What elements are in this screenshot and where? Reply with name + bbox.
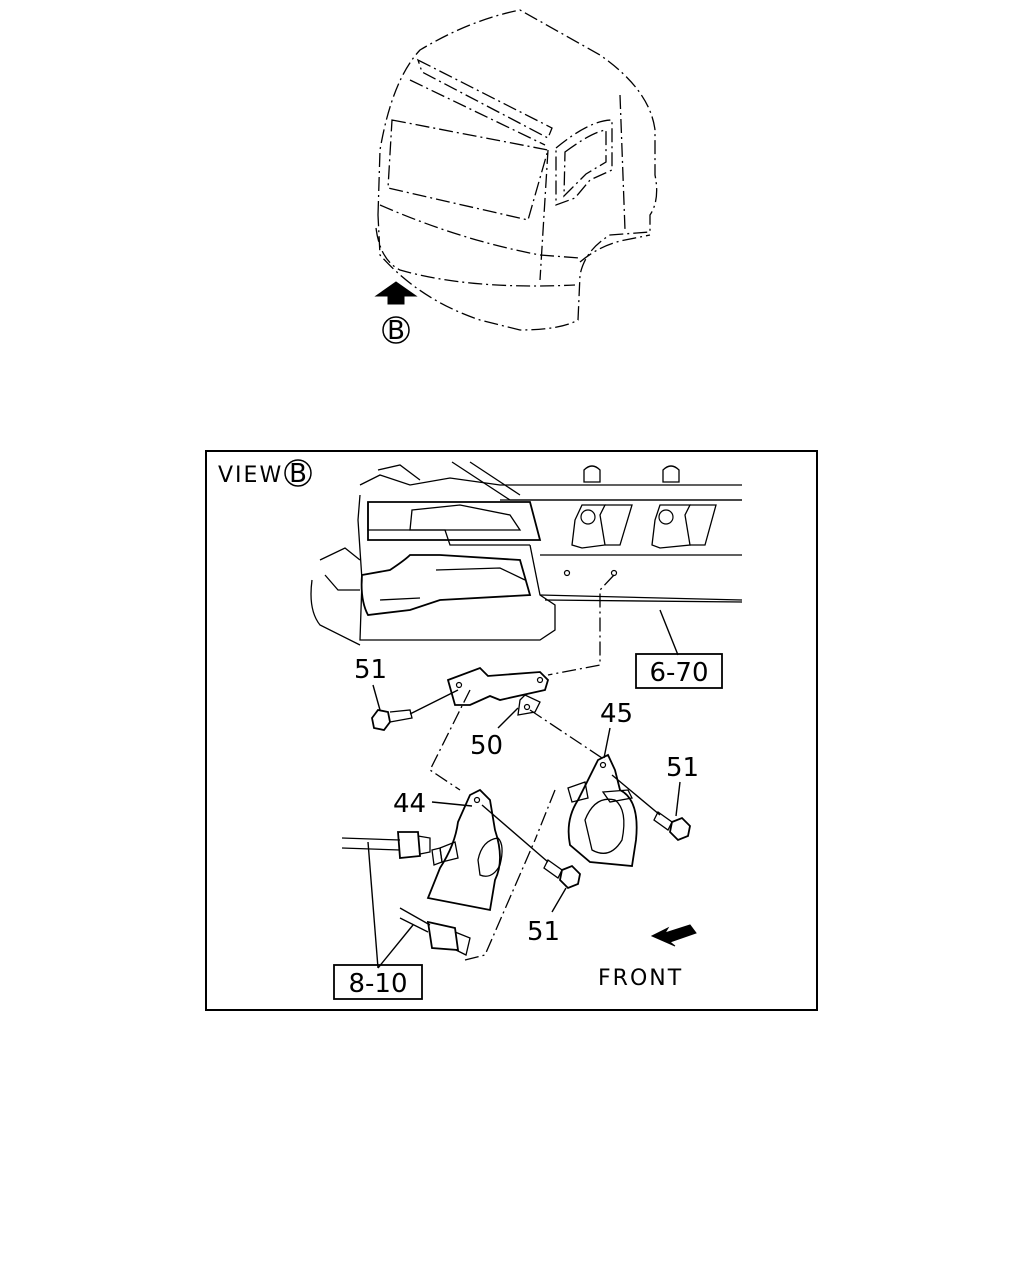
harness-reference-box: 8-10 xyxy=(333,964,423,1000)
view-marker-b: B xyxy=(382,316,410,346)
view-marker-letter: B xyxy=(387,316,405,346)
harness-reference-text: 8-10 xyxy=(348,969,407,999)
horn-bracket-part xyxy=(446,666,550,716)
chassis-frame-illustration xyxy=(310,461,743,646)
bolt-top-left xyxy=(371,689,459,731)
frame-reference-text: 6-70 xyxy=(649,658,708,688)
horn-low-part xyxy=(426,788,503,912)
callout-bolt-right: 51 xyxy=(666,753,699,783)
view-direction-arrow xyxy=(374,281,418,305)
frame-reference-box: 6-70 xyxy=(635,653,723,689)
callout-horn-low: 44 xyxy=(393,789,426,819)
view-title-prefix: VIEW xyxy=(218,463,283,488)
front-direction-arrow xyxy=(650,924,697,947)
callout-bolt-bottom: 51 xyxy=(527,917,560,947)
callout-bolt-top: 51 xyxy=(354,655,387,685)
harness-connectors xyxy=(341,831,471,969)
view-title-letter: B xyxy=(289,459,307,489)
bolt-right xyxy=(611,774,691,842)
horn-high-part xyxy=(567,753,638,867)
view-b-frame xyxy=(205,450,818,1011)
assembly-lines xyxy=(429,574,615,961)
leader-lines xyxy=(372,609,681,913)
bolt-bottom xyxy=(481,804,581,890)
callout-horn-high: 45 xyxy=(600,699,633,729)
truck-cab-illustration xyxy=(375,9,658,331)
front-label: FRONT xyxy=(598,966,683,991)
callout-bracket: 50 xyxy=(470,731,503,761)
view-b-title: VIEW B xyxy=(218,459,312,489)
